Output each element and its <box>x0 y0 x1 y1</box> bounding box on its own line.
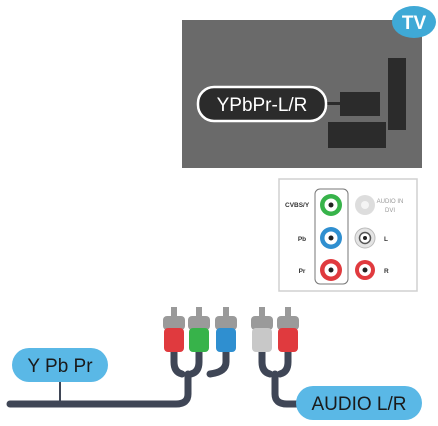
pr-jack <box>320 259 342 281</box>
r-label: R <box>384 268 389 275</box>
tv-back-panel: YPbPr-L/R <box>182 20 422 168</box>
plug-collars <box>163 316 299 330</box>
cable-lead-gray <box>276 344 292 378</box>
pb-label: Pb <box>298 236 306 243</box>
cable-lead-white <box>258 344 274 378</box>
tv-badge-label: TV <box>402 13 427 34</box>
audio-tag-bubble <box>296 386 422 420</box>
dvi-label: DVI <box>385 208 395 214</box>
tv-vertical-slot <box>388 58 406 130</box>
tv-port-label-box <box>196 85 328 123</box>
audio-l-jack <box>354 227 376 249</box>
ypbpr-tag-label: Y Pb Pr <box>27 356 93 377</box>
audio-in-jack <box>355 195 375 215</box>
plug-tip-blue <box>223 307 229 321</box>
tv-connector-block <box>340 92 380 116</box>
plug-tip-red <box>171 307 177 321</box>
cable-ypbpr-main <box>6 370 192 408</box>
port-group-outline <box>314 188 349 285</box>
plug-red <box>164 328 184 352</box>
plug-gray <box>278 328 298 352</box>
tv-badge-bubble <box>392 6 436 38</box>
cable-lead-red <box>170 344 186 378</box>
cvbs-jack <box>320 194 342 216</box>
tv-port-label: YPbPr-L/R <box>217 95 308 116</box>
cable-lead-green <box>187 344 203 378</box>
tv-lower-block <box>328 122 386 148</box>
cable-audio-main <box>271 370 306 408</box>
pb-jack <box>320 227 342 249</box>
tv-connector-line <box>322 102 342 105</box>
ypbpr-cable-tag: Y Pb Pr <box>12 348 108 382</box>
plug-bodies <box>164 328 298 352</box>
ypbpr-tag-bubble <box>12 348 108 382</box>
plug-tips <box>171 307 291 321</box>
audio-r-jack <box>355 260 375 280</box>
cvbs-label: CVBS/Y <box>285 202 310 209</box>
plug-white <box>252 328 272 352</box>
tv-badge: TV <box>392 6 436 38</box>
plug-blue <box>216 328 236 352</box>
plug-tip-green <box>196 307 202 321</box>
plug-green <box>189 328 209 352</box>
cable-lead-blue <box>206 344 230 378</box>
pr-label: Pr <box>299 268 306 275</box>
l-label: L <box>384 236 388 243</box>
audio-tag-label: AUDIO L/R <box>311 394 406 415</box>
audio-cable-tag: AUDIO L/R <box>296 386 422 420</box>
cable-assembly <box>6 344 306 408</box>
audio-in-label: AUDIO IN <box>377 199 404 205</box>
plug-tip-gray <box>285 307 291 321</box>
plug-tip-white <box>259 307 265 321</box>
port-panel: CVBS/Y AUDIO IN DVI Pb L Pr <box>278 178 418 292</box>
